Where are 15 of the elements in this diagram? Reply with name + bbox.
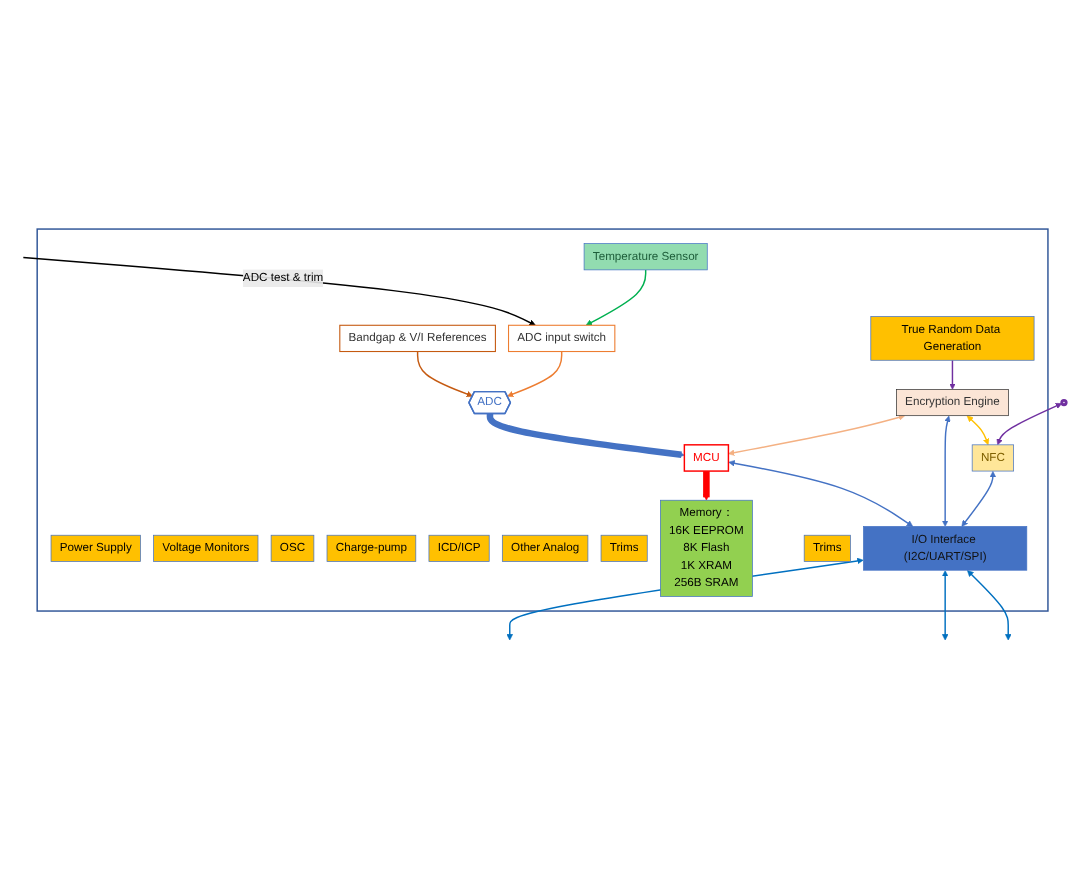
arrow: [941, 570, 949, 641]
arrow: [967, 570, 1012, 641]
arrow: [703, 470, 710, 501]
arrow: [941, 415, 951, 527]
arrow: [585, 269, 647, 326]
arrow: [949, 359, 956, 390]
arrow: [996, 403, 1062, 446]
arrow: [966, 415, 990, 446]
arrow: [416, 350, 473, 398]
arrow: [486, 413, 685, 459]
antenna-coil: [1060, 398, 1068, 407]
arrow: [728, 414, 906, 456]
arrow: [728, 460, 914, 527]
arrow: [961, 471, 997, 527]
arrow: [507, 350, 563, 398]
